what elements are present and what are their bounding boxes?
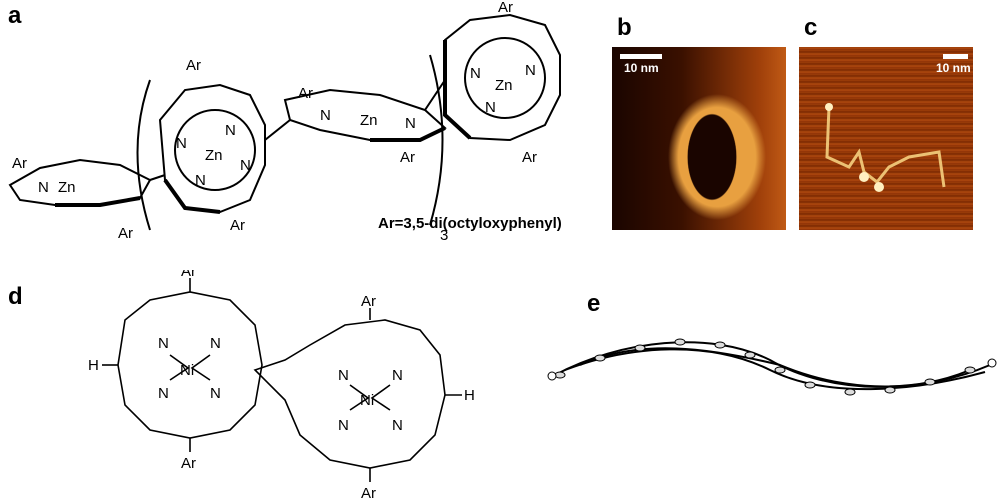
n-label: N (392, 367, 403, 384)
n-label: N (338, 367, 349, 384)
n-label: N (405, 115, 416, 132)
fused-nickel-porphyrin-dimer: Ar Ar Ar Ar H H Ni Ni N N N N N N N N (88, 270, 475, 500)
n-label: N (470, 65, 481, 82)
n-label: N (176, 135, 187, 152)
zn-label: Zn (360, 112, 378, 129)
afm-image-b: 10 nm (612, 47, 786, 230)
scale-bar (620, 54, 662, 59)
h-label: H (464, 387, 475, 404)
n-label: N (225, 122, 236, 139)
panel-label-b: b (617, 14, 632, 41)
panel-label-d: d (8, 283, 23, 310)
panel-label-a: a (8, 2, 22, 29)
ar-label: Ar (298, 85, 313, 102)
ar-label: Ar (181, 455, 196, 472)
ar-label: Ar (230, 217, 245, 234)
crystal-structure-side-view (547, 338, 997, 396)
ar-label: Ar (361, 293, 376, 310)
zn-label: Zn (205, 147, 223, 164)
h-label: H (88, 357, 99, 374)
ar-label: Ar (181, 270, 196, 280)
ni-label: Ni (180, 362, 194, 379)
zn-label: Zn (495, 77, 513, 94)
ar-label: Ar (12, 155, 27, 172)
panel-label-e: e (587, 290, 601, 317)
n-label: N (158, 335, 169, 352)
ar-label: Ar (186, 57, 201, 74)
scale-bar (943, 54, 968, 59)
ni-label: Ni (360, 392, 374, 409)
ar-label: Ar (361, 485, 376, 500)
n-label: N (338, 417, 349, 434)
molecule-trace (825, 103, 946, 192)
n-label: N (525, 62, 536, 79)
n-label: N (195, 172, 206, 189)
scale-label: 10 nm (624, 61, 659, 75)
zn-label: Zn (58, 179, 76, 196)
scale-label: 10 nm (936, 61, 971, 75)
ar-label: Ar (400, 149, 415, 166)
n-label: N (210, 385, 221, 402)
ar-label: Ar (498, 0, 513, 16)
repeat-subscript: 3 (440, 227, 448, 244)
n-label: N (38, 179, 49, 196)
n-label: N (240, 157, 251, 174)
ar-label: Ar (118, 225, 133, 242)
n-label: N (485, 99, 496, 116)
n-label: N (320, 107, 331, 124)
panel-label-c: c (804, 14, 818, 41)
ar-definition: Ar=3,5-di(octyloxyphenyl) (378, 215, 562, 232)
afm-image-c: 10 nm (799, 47, 973, 230)
n-label: N (210, 335, 221, 352)
ar-label: Ar (522, 149, 537, 166)
n-label: N (392, 417, 403, 434)
n-label: N (158, 385, 169, 402)
porphyrin-oligomer-structure: Ar Ar Ar Ar Ar Ar Ar Ar N Zn N N Zn N N … (8, 0, 562, 244)
